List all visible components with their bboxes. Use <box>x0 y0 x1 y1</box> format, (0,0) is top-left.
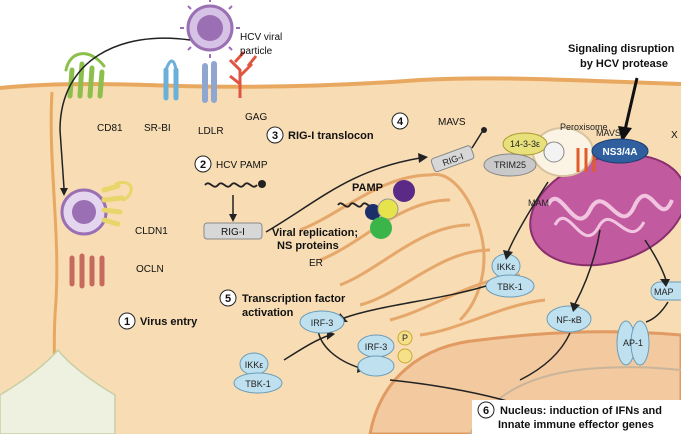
replication-dark-blue <box>365 204 381 220</box>
replication-green <box>370 217 392 239</box>
replication-purple <box>393 180 415 202</box>
protein-1433-shape <box>502 132 548 156</box>
tbk1-shape-2 <box>233 372 283 394</box>
rigi-translocation-arrow <box>265 157 421 233</box>
step-3-number: 3 <box>272 130 278 142</box>
ikke-label-1: IKKε <box>497 262 516 272</box>
mam-label: MAM <box>528 198 549 208</box>
nucleus-label-2: Innate immune effector genes <box>498 419 654 431</box>
step-5-circle <box>219 289 237 307</box>
entry-arrow-head <box>60 188 68 196</box>
viral-replication-label-2: NS proteins <box>277 240 339 252</box>
rig-i-ubiquitin <box>481 127 487 133</box>
protein-1433-label: 14-3-3ε <box>510 139 540 149</box>
disruption-arrow <box>623 77 639 131</box>
step-3-circle <box>266 126 284 144</box>
er-label: ER <box>309 258 323 269</box>
hcv-pamp-cap <box>258 180 266 188</box>
nucleus-label-1: Nucleus: induction of IFNs and <box>500 405 662 417</box>
signaling-disruption-label-2: by HCV protease <box>580 58 668 70</box>
ocln-label: OCLN <box>136 264 164 275</box>
rig-i-small: RIG-I <box>430 145 475 173</box>
pamp-replication-rna <box>337 202 375 208</box>
ldlr-receptor <box>202 61 217 103</box>
pamp-label: PAMP <box>352 182 383 194</box>
irf3-label-a: IRF-3 <box>311 318 334 328</box>
step-2-number: 2 <box>200 159 206 171</box>
trim25-label: TRIM25 <box>494 160 526 170</box>
rig-i-tether <box>471 131 483 149</box>
gag-label: GAG <box>245 112 267 123</box>
internalized-viral-particle <box>60 188 108 236</box>
ap1-shape-right <box>630 320 650 366</box>
phosphate-2 <box>397 348 413 364</box>
ap1-label: AP-1 <box>623 338 643 348</box>
map-label: MAP <box>654 287 674 297</box>
virus-entry-label: Virus entry <box>140 316 198 328</box>
gag-receptor <box>228 50 258 98</box>
rig-translocon-label: RIG-I translocon <box>288 130 374 142</box>
mavs-top-label: MAVS <box>438 117 466 128</box>
rig-i-label: RIG-I <box>221 227 245 238</box>
edge-x-label: X <box>671 130 678 141</box>
cldn1-label: CLDN1 <box>135 226 168 237</box>
endoplasmic-reticulum <box>299 172 546 337</box>
hcv-particle-label-1: HCV viral <box>240 32 282 43</box>
step-6-number: 6 <box>483 405 489 417</box>
transcription-label-1: Transcription factor <box>242 293 346 305</box>
nfkb-shape <box>546 305 592 333</box>
rig-i-box <box>203 222 263 240</box>
map-shape <box>650 281 681 301</box>
nucleus-caption-bg <box>472 400 681 434</box>
srbi-receptor <box>163 59 179 101</box>
ns3-4a-label: NS3/4A <box>602 147 637 158</box>
cd81-label: CD81 <box>97 123 123 134</box>
tbk1-label-2: TBK-1 <box>245 379 271 389</box>
ns3-4a-shape <box>591 138 649 164</box>
step-1-circle <box>118 312 136 330</box>
step-4-number: 4 <box>397 116 404 128</box>
rigi-translocation-head <box>418 153 428 163</box>
ocln-receptor <box>69 253 105 289</box>
mavs-right-label: MAVS <box>596 128 621 138</box>
nfkb-label: NF-κB <box>556 315 582 325</box>
peroxisome-label: Peroxisome <box>560 122 608 132</box>
replication-yellow <box>377 198 399 220</box>
ikke-label-2: IKKε <box>245 360 264 370</box>
peroxisome-mavs-icon <box>543 141 565 163</box>
entry-arrow <box>59 37 191 189</box>
step-6-circle <box>477 401 495 419</box>
hcv-pamp-label: HCV PAMP <box>216 160 268 171</box>
irf3-shape-a <box>299 310 345 334</box>
tbk1-label-1: TBK-1 <box>497 282 523 292</box>
signaling-disruption-label-1: Signaling disruption <box>568 43 675 55</box>
transcription-label-2: activation <box>242 307 294 319</box>
irf3-shape-c <box>357 355 395 377</box>
trim25-shape <box>483 153 537 177</box>
cldn1-receptor <box>101 181 133 227</box>
step-5-number: 5 <box>225 293 231 305</box>
step-1-number: 1 <box>124 316 130 328</box>
pamp-to-rigi-head <box>229 214 237 222</box>
irf3-label-b: IRF-3 <box>365 342 388 352</box>
disruption-arrow-head <box>618 126 632 142</box>
step-2-circle <box>194 155 212 173</box>
mitochondrion <box>529 153 681 267</box>
phosphate-1 <box>397 330 413 346</box>
hcv-particle-label-2: particle <box>240 46 273 57</box>
hcv-pamp-rna <box>204 182 258 188</box>
hcv-viral-particle <box>180 0 240 58</box>
phosphate-label: P <box>402 333 408 343</box>
lower-left-junction <box>0 348 116 434</box>
srbi-label: SR-BI <box>144 123 171 134</box>
step-4-circle <box>391 112 409 130</box>
viral-replication-label-1: Viral replication; <box>272 227 358 239</box>
ldlr-label: LDLR <box>198 126 224 137</box>
